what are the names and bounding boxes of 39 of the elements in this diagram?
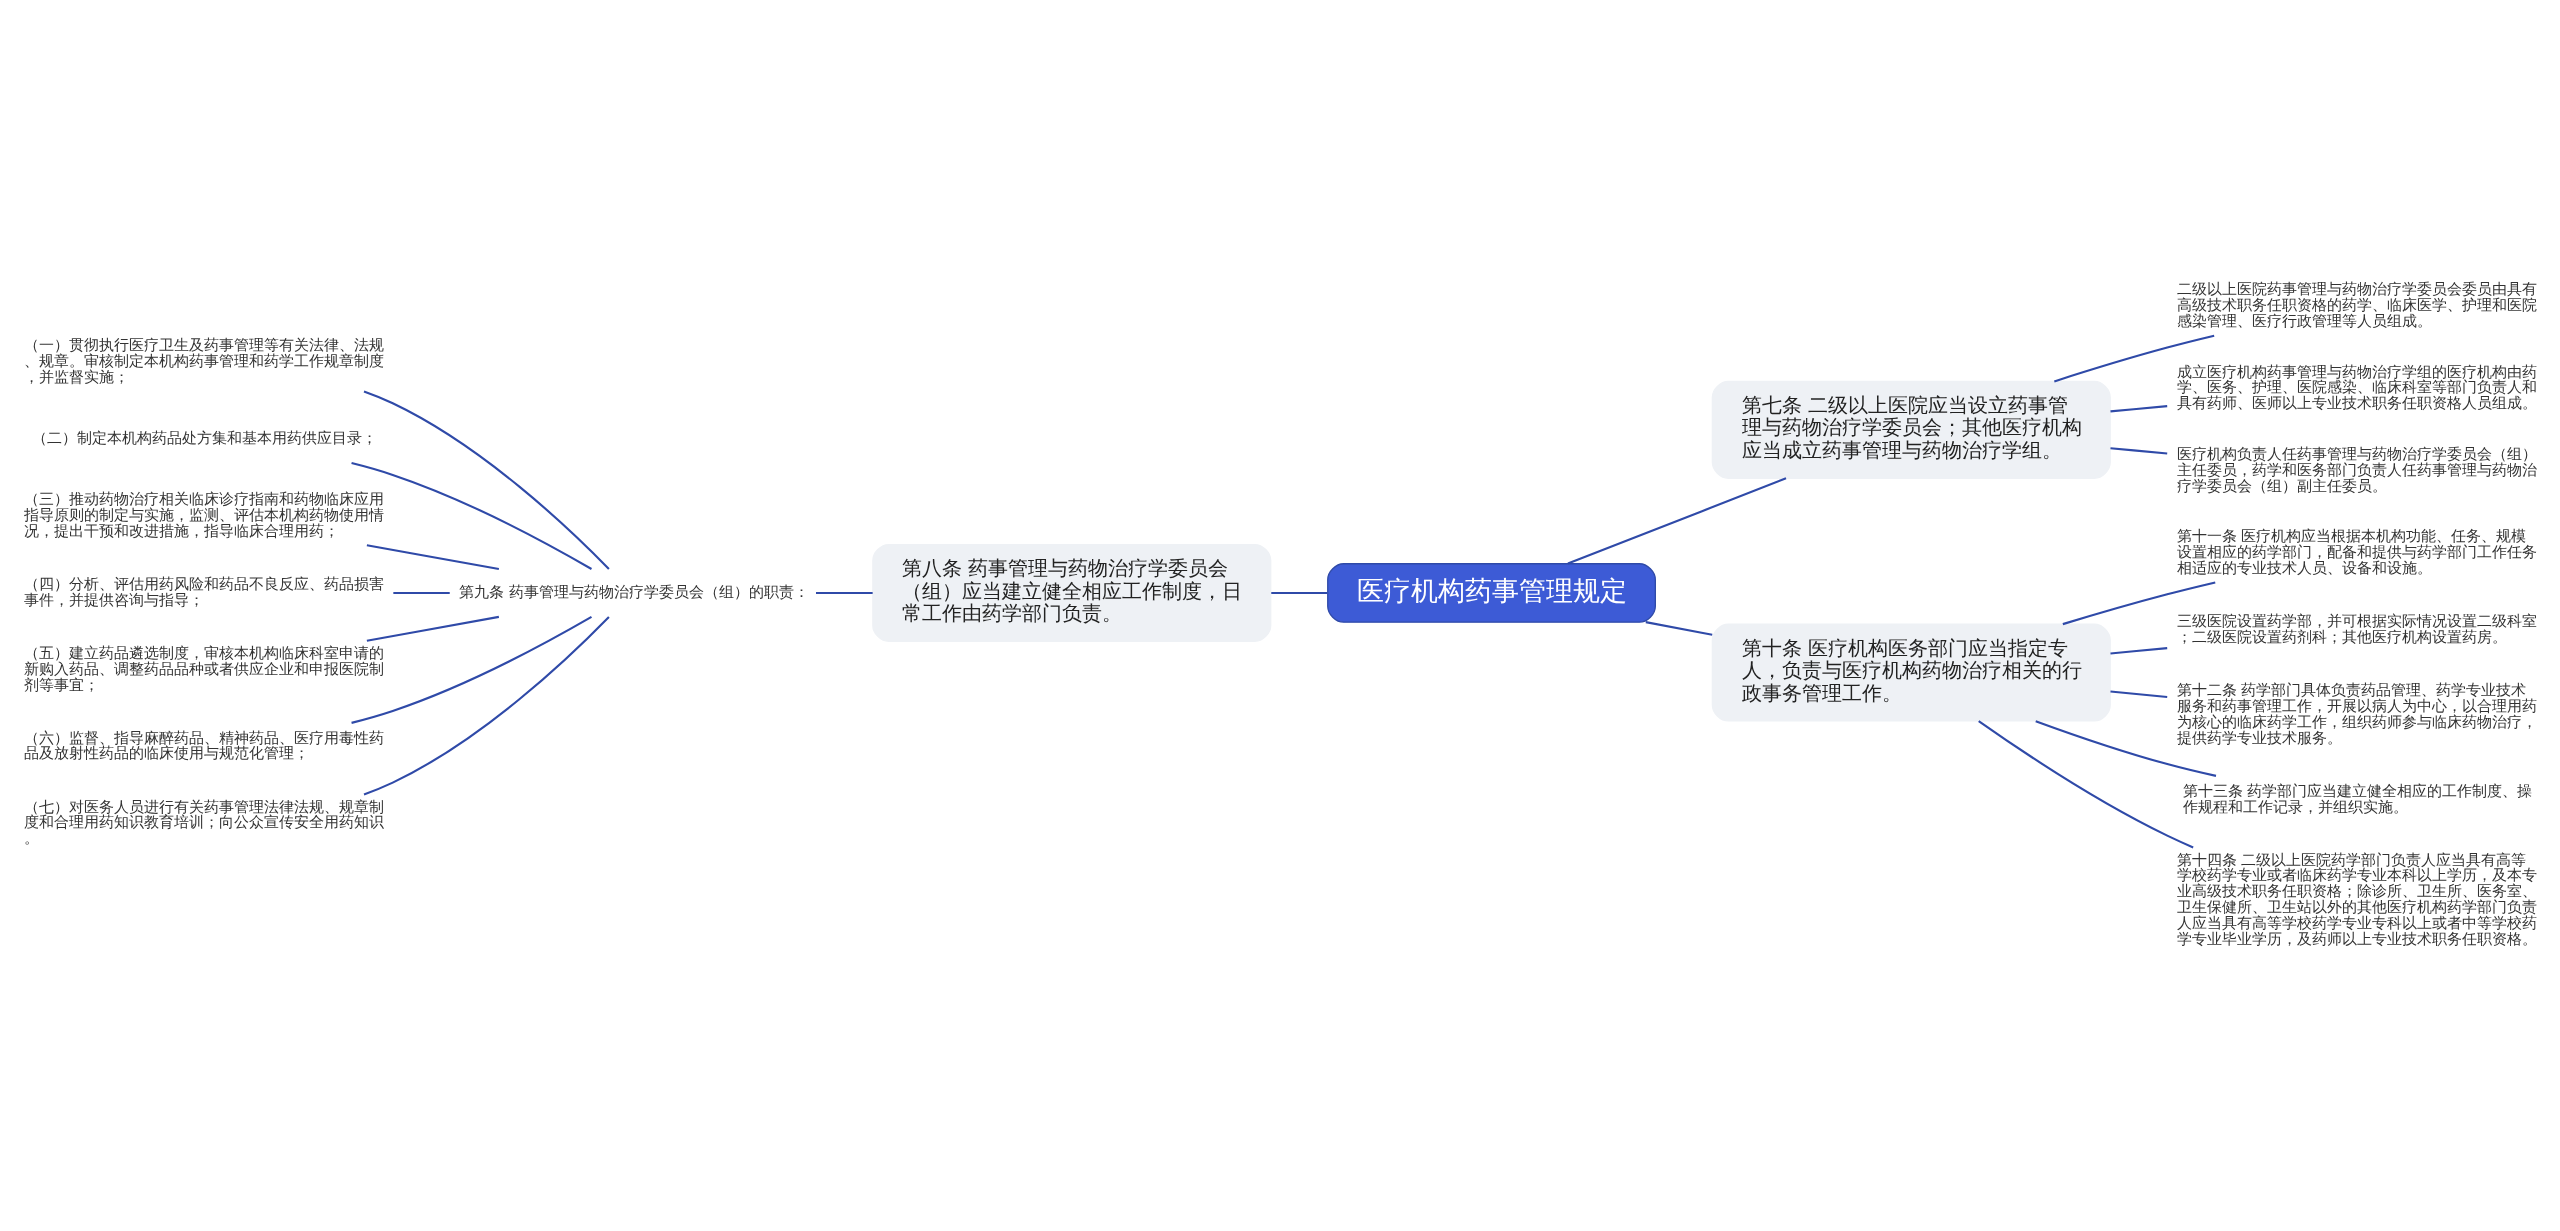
connector <box>1978 720 2194 849</box>
node-text: 医疗机构负责人任药事管理与药物治疗学委员会（组）主任委员，药学和医务部门负责人任药事管理与药物治疗学委员会（组）副主任委员。 <box>2176 444 2537 494</box>
node-box: 第十条 医疗机构医务部门应当指定专人，负责与医疗机构药物治疗相关的行政事务管理工作。 <box>1711 623 2111 722</box>
connector <box>2054 334 2215 383</box>
node-text: （六）监督、指导麻醉药品、精神药品、医疗用毒性药品及放射性药品的临床使用与规范化管理； <box>24 728 385 762</box>
connector <box>363 616 610 796</box>
node-box: 第八条 药事管理与药物治疗学委员会（组）应当建立健全相应工作制度，日常工作由药学部门负责。 <box>872 543 1272 643</box>
connector <box>2110 690 2168 698</box>
node-text: （七）对医务人员进行有关药事管理法律法规、规章制度和合理用药知识教育培训；向公众宣传安全用药知识。 <box>24 797 385 847</box>
connector <box>2062 581 2216 626</box>
node-text: （五）建立药品遴选制度，审核本机构临床科室申请的新购入药品、调整药品品种或者供应企业和申报医院制剂等事宜； <box>24 643 385 693</box>
connector <box>2110 405 2168 413</box>
connector <box>1271 591 1328 594</box>
node-box: 医疗机构药事管理规定 <box>1327 563 1656 623</box>
node-text: （三）推动药物治疗相关临床诊疗指南和药物临床应用指导原则的制定与实施，监测、评估本机构药物使用情况，提出干预和改进措施，指导临床合理用药； <box>24 489 385 539</box>
node-text: 二级以上医院药事管理与药物治疗学委员会委员由具有高级技术职务任职资格的药学、临床医学、护理和医院感染管理、医疗行政管理等人员组成。 <box>2176 280 2537 330</box>
connector <box>351 462 593 570</box>
node-text: 第十一条 医疗机构应当根据本机构功能、任务、规模设置相应的药学部门，配备和提供与药学部门工作任务相适应的专业技术人员、设备和设施。 <box>2176 526 2537 576</box>
node-text: （二）制定本机构药品处方集和基本用药供应目录； <box>31 428 377 446</box>
node-text: 第九条 药事管理与药物治疗学委员会（组）的职责： <box>459 582 809 600</box>
connector <box>1567 477 1787 565</box>
node-text: 成立医疗机构药事管理与药物治疗学组的医疗机构由药学、医务、护理、医院感染、临床科室等部门负责人和具有药师、医师以上专业技术职务任职资格人员组成。 <box>2176 362 2537 412</box>
connector <box>393 591 450 594</box>
node-text: （四）分析、评估用药风险和药品不良反应、药品损害事件，并提供咨询与指导； <box>24 574 385 608</box>
node-box: 第七条 二级以上医院应当设立药事管理与药物治疗学委员会；其他医疗机构应当成立药事管理与药物治疗学组。 <box>1711 380 2111 479</box>
connector <box>2110 447 2168 455</box>
connector <box>366 615 500 642</box>
node-text: （一）贯彻执行医疗卫生及药事管理等有关法律、法规、规章。审核制定本机构药事管理和药学工作规章制度，并监督实施； <box>24 335 385 385</box>
connector <box>816 591 873 594</box>
connector <box>2035 720 2217 777</box>
connector <box>366 544 500 571</box>
node-text: 三级医院设置药学部，并可根据实际情况设置二级科室；二级医院设置药剂科；其他医疗机构设置药房。 <box>2176 611 2537 645</box>
connector <box>1645 621 1713 636</box>
connector <box>363 390 610 570</box>
connector <box>351 616 593 724</box>
node-text: 第十三条 药学部门应当建立健全相应的工作制度、操作规程和工作记录，并组织实施。 <box>2182 781 2533 815</box>
connector <box>2110 647 2168 655</box>
node-text: 第十四条 二级以上医院药学部门负责人应当具有高等学校药学专业或者临床药学专业本科以上学历，及本专业高级技术职务任职资格；除诊所、卫生所、医务室、卫生保健所、卫生站以外的其他医疗机构药学部门负责人应当具有高等学校药学专业专科以上或者中等学校药学专业毕业学历，及药师以上专业技术职务任职资格。 <box>2176 850 2537 948</box>
node-text: 第十二条 药学部门具体负责药品管理、药学专业技术服务和药事管理工作，开展以病人为中心，以合理用药为核心的临床药学工作，组织药师参与临床药物治疗，提供药学专业技术服务。 <box>2176 680 2537 746</box>
